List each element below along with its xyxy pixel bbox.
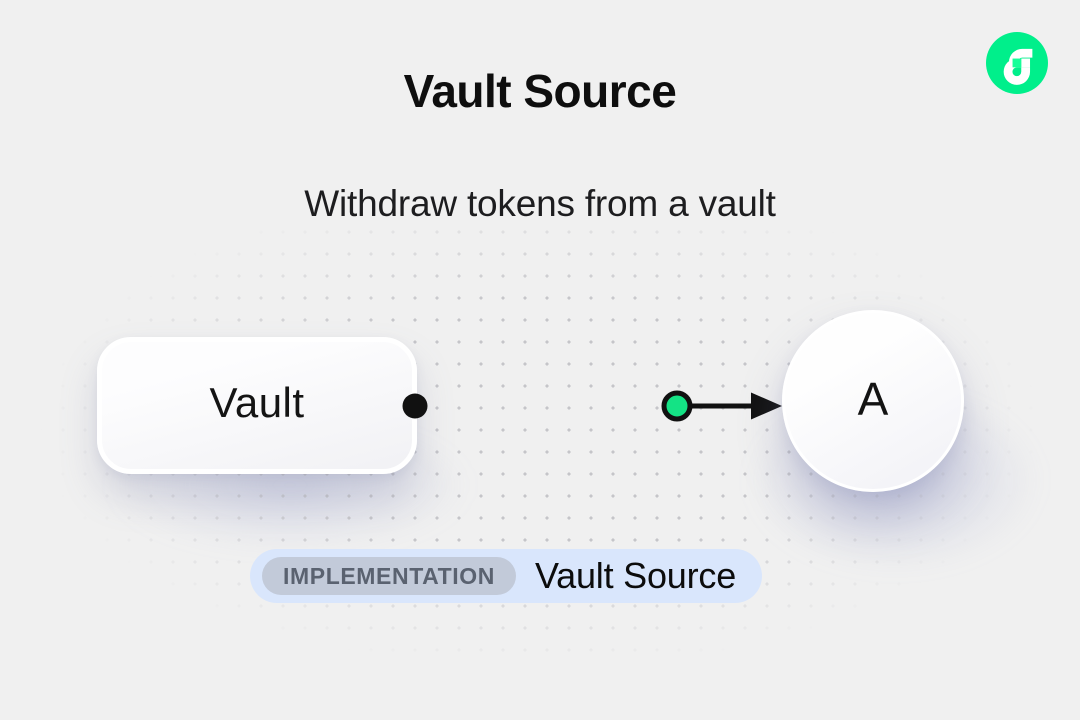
flow-logo-icon xyxy=(986,32,1048,94)
vault-node-label: Vault xyxy=(209,378,305,426)
vault-node: Vault xyxy=(97,337,417,474)
account-node-label: A xyxy=(857,373,889,425)
arrowhead-icon xyxy=(751,392,782,420)
account-node: A xyxy=(782,310,964,492)
page-title: Vault Source xyxy=(403,65,677,117)
implementation-badge: IMPLEMENTATION Vault Source xyxy=(250,549,763,603)
implementation-label: Vault Source xyxy=(534,555,737,596)
page-subtitle: Withdraw tokens from a vault xyxy=(304,183,776,224)
edge-start-dot xyxy=(402,393,428,419)
edge-marker-dot xyxy=(661,390,693,422)
implementation-tag: IMPLEMENTATION xyxy=(262,557,516,595)
edge-arrow xyxy=(402,390,782,422)
